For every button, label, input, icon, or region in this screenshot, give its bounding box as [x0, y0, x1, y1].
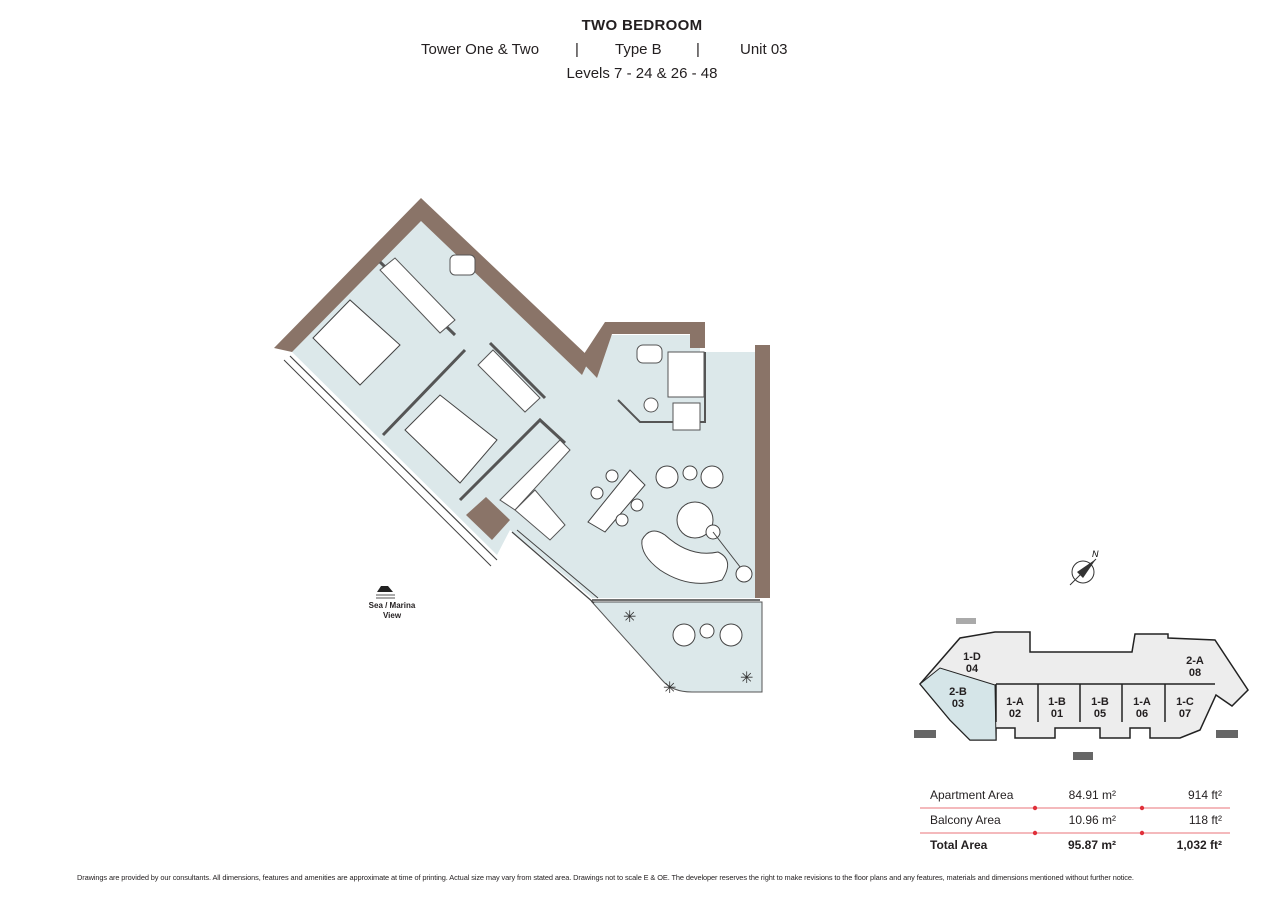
separator: |	[696, 41, 700, 58]
boat-icon	[914, 730, 936, 738]
svg-text:✳: ✳	[740, 670, 753, 687]
levels-label: Levels 7 - 24 & 26 - 48	[566, 65, 718, 82]
tower-label: Tower One & Two	[421, 41, 540, 58]
boat-icon	[956, 618, 976, 624]
dining-table	[587, 469, 646, 533]
kitchen-island	[514, 489, 566, 541]
bed	[404, 394, 498, 484]
area-table-dividers	[920, 805, 1230, 836]
unit-label: Unit 03	[740, 41, 788, 58]
exterior-wall	[466, 497, 510, 540]
svg-text:✳: ✳	[623, 609, 636, 626]
boat-icon	[1216, 730, 1238, 738]
sofa	[641, 530, 729, 584]
sea-marina-view-label: Sea / Marina View	[352, 601, 432, 621]
boat-icon	[1073, 752, 1093, 760]
window	[516, 529, 599, 599]
exterior-wall	[580, 322, 705, 378]
compass-icon	[1069, 558, 1097, 586]
window	[283, 359, 492, 567]
key-plan	[919, 631, 1249, 741]
kitchen-counter	[499, 439, 571, 511]
plan-title: TWO BEDROOM	[581, 17, 703, 34]
view-line-1: Sea / Marina	[368, 601, 416, 610]
type-label: Type B	[615, 41, 662, 58]
exterior-wall	[755, 345, 770, 598]
balcony-floor	[590, 601, 763, 693]
boat-icon	[376, 586, 395, 599]
disclaimer: Drawings are provided by our consultants…	[77, 873, 1134, 882]
view-line-2: View	[382, 611, 402, 620]
bed	[312, 299, 401, 386]
exterior-wall	[274, 198, 590, 375]
window	[289, 355, 498, 561]
separator: |	[575, 41, 579, 58]
svg-text:✳: ✳	[663, 680, 676, 697]
compass-north-label: N	[1092, 549, 1099, 559]
window	[511, 531, 595, 604]
